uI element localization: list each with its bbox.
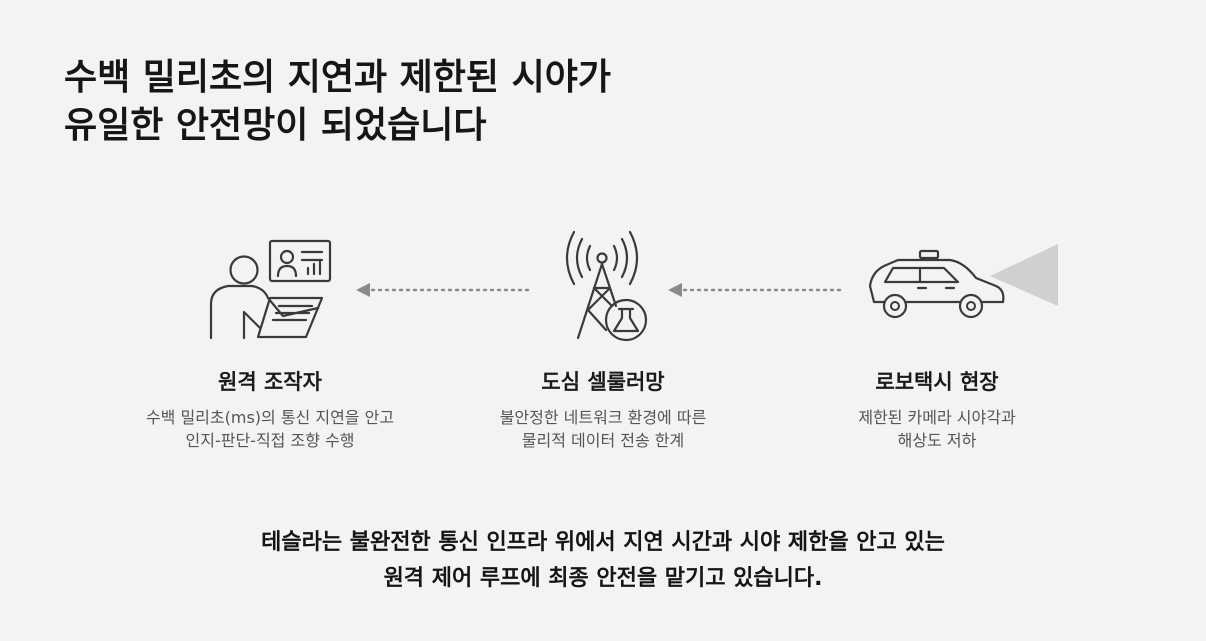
node-cellular-title: 도심 셀룰러망 — [541, 370, 665, 394]
footer-line-1: 테슬라는 불완전한 통신 인프라 위에서 지연 시간과 시야 제한을 안고 있는 — [261, 530, 945, 555]
node-cellular-desc: 불안정한 네트워크 환경에 따른 물리적 데이터 전송 한계 — [433, 406, 773, 452]
node-cellular-desc-line-2: 물리적 데이터 전송 한계 — [521, 431, 685, 450]
node-remote-desc-line-2: 인지-판단-직접 조향 수행 — [185, 431, 355, 450]
node-remote-desc: 수백 밀리초(ms)의 통신 지연을 안고 인지-판단-직접 조향 수행 — [100, 406, 440, 452]
node-cellular-desc-line-1: 불안정한 네트워크 환경에 따른 — [499, 408, 707, 427]
node-remote-desc-line-1: 수백 밀리초(ms)의 통신 지연을 안고 — [145, 408, 395, 427]
headline-line-2: 유일한 안전망이 되었습니다 — [64, 105, 487, 146]
node-robotaxi-desc: 제한된 카메라 시야각과 해상도 저하 — [767, 406, 1107, 452]
headline: 수백 밀리초의 지연과 제한된 시야가 유일한 안전망이 되었습니다 — [64, 54, 764, 150]
footer-line-2: 원격 제어 루프에 최종 안전을 맡기고 있습니다. — [383, 566, 823, 591]
remote-operator-icon — [209, 239, 332, 340]
arrow-cellular-to-remote — [356, 283, 534, 297]
arrow-robotaxi-to-cellular — [668, 283, 846, 297]
footer-summary: 테슬라는 불완전한 통신 인프라 위에서 지연 시간과 시야 제한을 안고 있는… — [0, 525, 1206, 597]
node-robotaxi-desc-line-2: 해상도 저하 — [897, 431, 977, 450]
headline-line-1: 수백 밀리초의 지연과 제한된 시야가 — [64, 57, 611, 98]
node-robotaxi-title: 로보택시 현장 — [875, 370, 999, 394]
node-remote-title: 원격 조작자 — [218, 370, 322, 394]
cell-tower-icon — [565, 230, 648, 342]
robotaxi-camera-icon — [868, 244, 1058, 319]
node-robotaxi-desc-line-1: 제한된 카메라 시야각과 — [858, 408, 1016, 427]
